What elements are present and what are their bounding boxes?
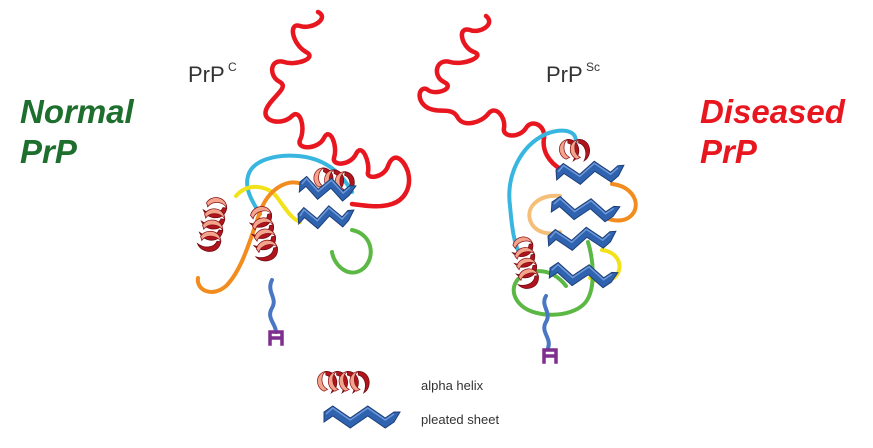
diseased-peach-loop xyxy=(527,193,562,236)
normal-sheet-1 xyxy=(297,205,355,230)
prpsc-title: PrP xyxy=(546,62,583,87)
normal-prp-label: Normal PrP xyxy=(20,92,134,172)
diseased-red-tail xyxy=(417,13,565,173)
diseased-cyan-loop xyxy=(507,128,578,256)
diseased-label-line2: PrP xyxy=(700,133,757,170)
normal-helix-2 xyxy=(248,206,278,262)
diseased-terminal-tail xyxy=(542,294,551,350)
prpsc-superscript: Sc xyxy=(586,60,600,74)
diseased-prp-structure: PrP Sc xyxy=(417,13,638,364)
diseased-helix-1 xyxy=(559,139,590,162)
diseased-prp-label: Diseased PrP xyxy=(700,92,845,172)
normal-helix-1 xyxy=(196,197,228,252)
legend-sheet-shape xyxy=(323,405,401,429)
prpc-superscript: C xyxy=(228,60,237,74)
diseased-sheet-2 xyxy=(550,195,621,223)
legend-sheet-icon xyxy=(323,405,401,429)
normal-label-line2: PrP xyxy=(20,133,77,170)
normal-gpi-anchor xyxy=(268,330,284,346)
legend: alpha helix pleated sheet xyxy=(317,371,499,429)
legend-helix-icon xyxy=(317,371,370,394)
diseased-label-line1: Diseased xyxy=(700,93,845,130)
normal-prp-structure: PrP C xyxy=(188,9,412,346)
diseased-orange-loop xyxy=(604,182,638,223)
diseased-sheet-3 xyxy=(547,226,617,251)
legend-helix-shape xyxy=(317,371,370,394)
normal-terminal-tail xyxy=(268,278,278,334)
legend-sheet-label: pleated sheet xyxy=(421,412,499,427)
sheet-layer xyxy=(297,160,625,289)
normal-cyan-loop xyxy=(245,153,354,216)
legend-helix-label: alpha helix xyxy=(421,378,484,393)
diseased-sheet-4 xyxy=(548,261,619,289)
normal-red-tail xyxy=(263,9,412,209)
diseased-helix-2 xyxy=(511,236,539,289)
diseased-sheet-1 xyxy=(555,160,625,185)
diseased-green-loop xyxy=(511,240,595,317)
normal-label-line1: Normal xyxy=(20,93,134,130)
normal-sheet-2 xyxy=(298,175,357,202)
normal-green-loop xyxy=(330,228,373,275)
normal-orange-loop xyxy=(195,180,304,294)
prpc-title: PrP xyxy=(188,62,225,87)
normal-yellow-loop xyxy=(234,185,302,224)
diseased-gpi-anchor xyxy=(542,348,558,364)
